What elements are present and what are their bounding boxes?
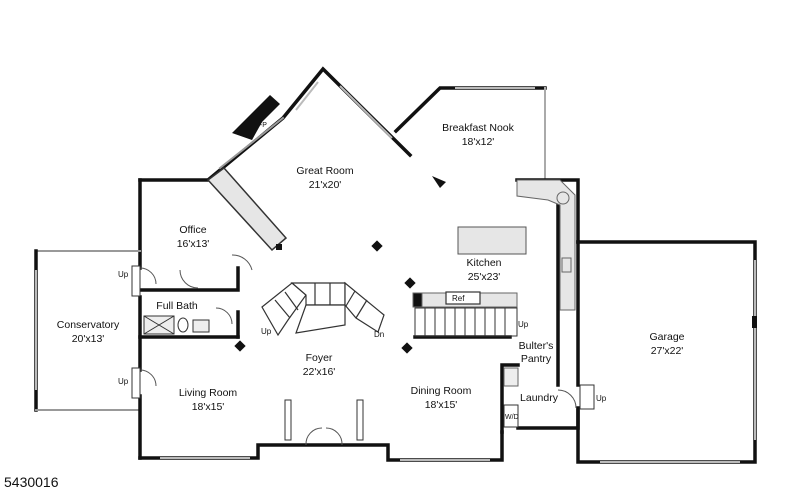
step-up-markers [131,265,595,410]
foyer-stair-up-label: Up [261,327,272,336]
svg-text:Ref: Ref [452,294,465,303]
foyer-size: 22'x16' [303,366,336,378]
butlers-pantry-line1: Bulter's [519,340,554,352]
living-room-name: Living Room [179,387,238,399]
floor-plan: FP Ref Up [34,66,757,464]
conservatory-name: Conservatory [57,319,120,331]
columns [234,176,446,354]
laundry-name: Laundry [520,392,559,404]
foyer-name: Foyer [306,352,333,364]
sink-icon [556,191,572,273]
great-room-size: 21'x20' [309,179,342,191]
dining-room-name: Dining Room [411,385,472,397]
fireplace-icon: FP [232,95,280,140]
garage-name: Garage [649,331,684,343]
windows [35,81,756,463]
walls [34,66,757,464]
office-size: 16'x13' [177,238,210,250]
doors [139,254,577,446]
bath-fixtures [143,315,210,335]
foyer-stair-down-label: Dn [374,330,384,339]
great-room-name: Great Room [296,165,353,177]
conservatory-size: 20'x13' [72,333,105,345]
svg-text:W/D: W/D [505,414,519,421]
butlers-pantry-line2: Pantry [521,353,552,365]
pantry-counter [503,367,519,387]
kitchen-name: Kitchen [466,257,501,269]
refrigerator-icon: Ref [445,291,481,305]
kitchen-island [457,226,527,255]
office-name: Office [179,224,206,236]
conservatory-up-label-1: Up [118,270,129,279]
breakfast-nook-size: 18'x12' [462,136,495,148]
full-bath-name: Full Bath [156,300,198,312]
svg-text:FP: FP [258,122,267,129]
washer-dryer-icon: W/D [503,404,519,428]
living-room-size: 18'x15' [192,401,225,413]
listing-id: 5430016 [4,474,59,490]
breakfast-nook-name: Breakfast Nook [442,122,515,134]
garage-up-label: Up [596,394,607,403]
kitchen-stairs [414,307,518,337]
conservatory-up-label-2: Up [118,377,129,386]
kitchen-stair-up-label: Up [518,320,529,329]
garage-size: 27'x22' [651,345,684,357]
kitchen-size: 25'x23' [468,271,501,283]
foyer-staircase [261,281,385,337]
built-in-cabinet [206,166,288,252]
garage-wall-marker [752,316,757,328]
dining-room-size: 18'x15' [425,399,458,411]
entry-sidelights [284,399,364,441]
